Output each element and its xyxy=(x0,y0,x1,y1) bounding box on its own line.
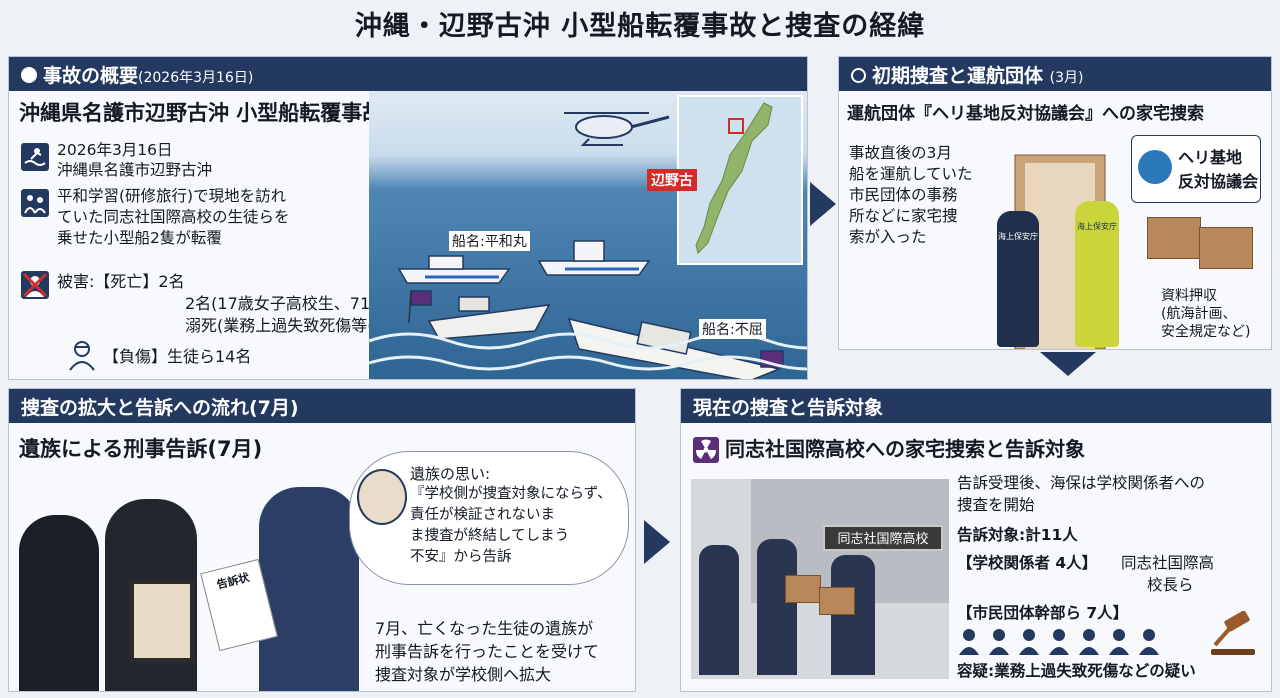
seized-box-2 xyxy=(819,587,855,615)
current-desc-1: 告訴受理後、海保は学校関係者への xyxy=(957,474,1206,492)
mother-figure xyxy=(19,515,99,691)
flow-arrow-right-1 xyxy=(810,182,836,226)
school-staff-detail-2: 校長ら xyxy=(1147,576,1194,594)
damage-cause: 溺死(業務上過失致死傷等の疑い) xyxy=(185,316,422,335)
current-investigation-panel: 現在の捜査と告訴対象 同志社国際高校への家宅捜索と告訴対象 同志社国際高校 告訴… xyxy=(680,388,1272,692)
org-name-2: 反対協議会 xyxy=(1178,172,1259,191)
okinawa-map: 辺野古 xyxy=(647,95,803,265)
coast-guard-officer-1: 海上保安庁 xyxy=(997,211,1039,347)
student-portrait xyxy=(357,469,407,525)
seized-label: 資料押収 xyxy=(1161,288,1217,304)
org-logo-icon xyxy=(1138,150,1172,184)
current-investigation-header: 現在の捜査と告訴対象 xyxy=(681,389,1271,423)
escalation-subtitle: 遺族による刑事告訴(7月) xyxy=(19,437,263,461)
boat-heiwamaru xyxy=(408,290,551,340)
helicopter-icon xyxy=(564,112,670,146)
escalation-desc-3: 捜査対象が学校側へ拡大 xyxy=(375,665,552,684)
officer-2 xyxy=(757,539,797,675)
search-desc-5: 索が入った xyxy=(849,228,927,246)
accident-place: 沖縄県名護市辺野古沖 xyxy=(57,161,213,179)
civic-group-count: 【市民団体幹部ら 7人】 xyxy=(957,604,1129,622)
magnifier-icon xyxy=(851,68,866,83)
death-icon xyxy=(21,271,49,299)
page-title: 沖縄・辺野古沖 小型船転覆事故と捜査の経緯 xyxy=(354,11,926,42)
initial-investigation-subtitle: 運航団体『ヘリ基地反対協議会』への家宅捜索 xyxy=(847,104,1204,124)
boat-name-heiwamaru: 船名:平和丸 xyxy=(449,231,530,251)
family-complaint-illustration: 告訴状 xyxy=(9,479,369,691)
evidence-box-1 xyxy=(1147,217,1201,259)
students-icon xyxy=(21,189,49,217)
injured-icon xyxy=(67,339,97,371)
school-search-illustration: 同志社国際高校 xyxy=(691,479,949,679)
injury-count: 【負傷】生徒ら14名 xyxy=(103,347,252,366)
flow-arrow-right-2 xyxy=(644,520,670,564)
damage-label: 被害:【死亡】2名 xyxy=(57,272,185,291)
seized-box-1 xyxy=(785,575,821,603)
escalation-desc-1: 7月、亡くなった生徒の遺族が xyxy=(375,619,594,638)
people-icons xyxy=(957,627,1177,655)
patrol-ship-1 xyxy=(397,255,511,284)
coast-guard-officer xyxy=(259,487,359,691)
search-desc-3: 市民団体の事務 xyxy=(849,186,958,204)
search-desc-1: 事故直後の3月 xyxy=(849,144,952,162)
thought-title: 遺族の思い: xyxy=(410,465,491,483)
thought-2: 責任が検証されないま xyxy=(410,507,555,523)
accident-subtitle: 沖縄県名護市辺野古沖 小型船転覆事故 xyxy=(19,101,384,125)
accident-desc-1: 平和学習(研修旅行)で現地を訪れ xyxy=(57,187,287,205)
seized-detail-2: 安全規定など) xyxy=(1161,324,1251,340)
escalation-header: 捜査の拡大と告訴への流れ(7月) xyxy=(9,389,635,423)
accident-overview-header: 事故の概要(2026年3月16日) xyxy=(9,57,807,91)
flow-arrow-down xyxy=(1040,352,1096,376)
org-name-1: ヘリ基地 xyxy=(1178,148,1243,167)
accident-desc-3: 乗せた小型船2隻が転覆 xyxy=(57,229,222,247)
initial-investigation-header: 初期捜査と運航団体 (3月) xyxy=(839,57,1271,91)
initial-investigation-panel: 初期捜査と運航団体 (3月) 運航団体『ヘリ基地反対協議会』への家宅捜索 事故直… xyxy=(838,56,1272,350)
escalation-desc-2: 刑事告訴を行ったことを受けて xyxy=(375,642,600,661)
thought-3: ま捜査が終結してしまう xyxy=(410,528,570,544)
org-speech-bubble: ヘリ基地 反対協議会 xyxy=(1131,135,1261,203)
boat-name-fukutsu: 船名:不屈 xyxy=(699,319,766,339)
escalation-panel: 捜査の拡大と告訴への流れ(7月) 遺族による刑事告訴(7月) 告訴状 遺族の思い… xyxy=(8,388,636,692)
radiation-icon xyxy=(693,437,719,463)
coast-guard-officer-2: 海上保安庁 xyxy=(1075,201,1119,347)
evidence-box-2 xyxy=(1199,227,1253,269)
drowning-icon xyxy=(21,143,49,171)
officer-1 xyxy=(699,545,739,675)
current-desc-2: 捜査を開始 xyxy=(957,496,1035,514)
seized-detail-1: (航海計画、 xyxy=(1161,306,1237,322)
memorial-photo xyxy=(129,579,195,663)
accident-date: 2026年3月16日 xyxy=(57,141,173,159)
patrol-ship-2 xyxy=(537,240,651,276)
henoko-map-label: 辺野古 xyxy=(647,169,697,191)
school-staff-count: 【学校関係者 4人】 xyxy=(957,554,1098,572)
complaint-target-total: 告訴対象:計11人 xyxy=(957,526,1078,544)
accident-overview-panel: 事故の概要(2026年3月16日) 沖縄県名護市辺野古沖 小型船転覆事故 202… xyxy=(8,56,808,380)
gavel-icon xyxy=(1207,610,1259,657)
circle-icon xyxy=(21,67,37,83)
thought-1: 『学校側が捜査対象にならず、 xyxy=(410,486,612,502)
search-desc-2: 船を運航していた xyxy=(849,165,973,183)
search-desc-4: 所などに家宅捜 xyxy=(849,207,958,225)
thought-4: 不安』から告訴 xyxy=(410,549,512,565)
current-investigation-subtitle: 同志社国際高校への家宅捜索と告訴対象 xyxy=(725,437,1085,461)
officer-3 xyxy=(831,555,875,675)
office-search-illustration: 海上保安庁 海上保安庁 xyxy=(995,153,1155,349)
suspected-charge: 容疑:業務上過失致死傷などの疑い xyxy=(957,662,1196,680)
accident-desc-2: ていた同志社国際高校の生徒らを xyxy=(57,208,290,226)
school-sign: 同志社国際高校 xyxy=(823,525,943,551)
school-staff-detail-1: 同志社国際高 xyxy=(1121,554,1215,572)
